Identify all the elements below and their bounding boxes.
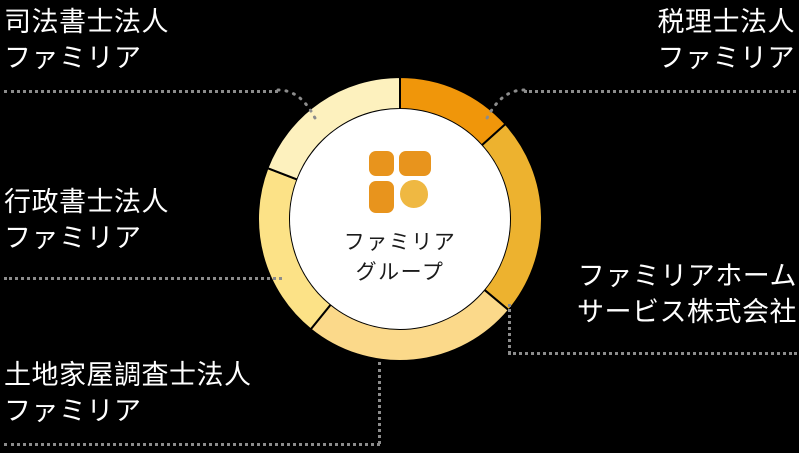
connector-line-shiho-diagonal	[276, 88, 318, 122]
logo-square-top-right	[399, 150, 431, 176]
label-shiho-shoshi-line1: 司法書士法人	[4, 7, 169, 37]
familia-group-logo-icon	[369, 150, 431, 213]
label-shiho-shoshi-line2: ファミリア	[4, 42, 142, 73]
logo-dot-shape	[400, 179, 428, 208]
center-caption-line1: ファミリア	[343, 229, 457, 254]
label-gyosei-shoshi-line2: ファミリア	[4, 222, 142, 253]
label-tochikaoku-chosashi-line1: 土地家屋調査士法人	[4, 360, 252, 390]
center-caption-line2: グループ	[355, 260, 445, 284]
connector-line-homeservice-horizontal	[508, 352, 797, 355]
donut-svg	[258, 77, 542, 361]
donut-inner-disc	[290, 109, 510, 329]
label-home-service-line2: サービス株式会社	[577, 296, 797, 327]
donut-chart	[258, 77, 542, 361]
label-zeirishi: 税理士法人 ファミリア	[658, 5, 796, 76]
connector-line-homeservice-vertical	[508, 304, 511, 354]
label-shiho-shoshi: 司法書士法人 ファミリア	[4, 5, 169, 76]
center-caption: ファミリア グループ	[344, 227, 457, 288]
connector-line-zeirishi-horizontal	[524, 90, 796, 93]
connector-line-chosashi-vertical	[378, 362, 381, 444]
label-tochikaoku-chosashi-line2: ファミリア	[4, 395, 142, 426]
label-gyosei-shoshi-line1: 行政書士法人	[4, 187, 169, 217]
label-tochikaoku-chosashi: 土地家屋調査士法人 ファミリア	[4, 358, 252, 429]
center-block: ファミリア グループ	[290, 109, 510, 329]
connector-line-zeirishi-diagonal	[484, 88, 526, 122]
label-home-service: ファミリアホーム サービス株式会社	[577, 259, 797, 330]
label-gyosei-shoshi: 行政書士法人 ファミリア	[4, 185, 169, 256]
label-zeirishi-line1: 税理士法人	[657, 7, 795, 37]
connector-line-gyosei-horizontal	[4, 277, 282, 280]
connector-line-chosashi-horizontal	[4, 443, 380, 446]
connector-line-shiho-horizontal	[4, 90, 278, 93]
label-home-service-line1: ファミリアホーム	[577, 261, 797, 291]
logo-square-top-left	[369, 150, 394, 176]
label-zeirishi-line2: ファミリア	[657, 42, 795, 73]
logo-square-bottom-left	[369, 180, 394, 213]
